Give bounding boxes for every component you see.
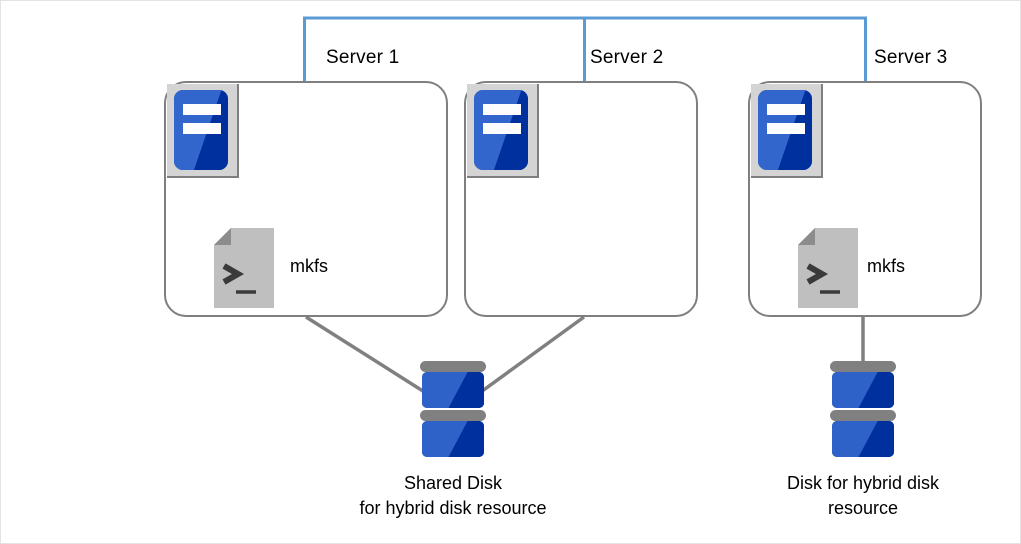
server-icon-body-1 (174, 90, 228, 170)
server-machine-icon-1 (167, 84, 239, 178)
server-icon-bar-top-1 (183, 104, 221, 115)
server-icon-bar-bottom-2 (483, 123, 521, 134)
server-label-3: Server 3 (874, 47, 948, 68)
shared-disk-icon[interactable] (420, 361, 486, 461)
server-icon-body-3 (758, 90, 812, 170)
script-file-icon-3 (798, 228, 858, 308)
script-page-shape-1 (214, 228, 274, 308)
connector-server-1-to-shared-disk (305, 315, 446, 407)
server-icon-bar-bottom-3 (767, 123, 805, 134)
server-icon-body-2 (474, 90, 528, 170)
shared-disk-caption: Shared Disk for hybrid disk resource (293, 471, 613, 521)
shared-disk-plate-top (420, 361, 486, 372)
local-disk-caption: Disk for hybrid disk resource (713, 471, 1013, 521)
script-prompt-chevron-1 (222, 263, 245, 285)
script-fold-corner-1 (214, 228, 231, 245)
server-machine-icon-2 (467, 84, 539, 178)
shared-disk-caption-line-1: Shared Disk (403, 473, 503, 493)
shared-disk-platter-bottom-sheen (422, 421, 484, 457)
server-label-1: Server 1 (326, 47, 400, 68)
script-file-icon-1 (214, 228, 274, 308)
server-icon-bar-top-3 (767, 104, 805, 115)
shared-disk-caption-line-2: for hybrid disk resource (359, 498, 547, 518)
script-fold-corner-3 (798, 228, 815, 245)
failover-group-bracket (303, 16, 867, 81)
local-disk-platter-bottom-sheen (832, 421, 894, 457)
local-disk-caption-line-1: Disk for hybrid disk (786, 473, 940, 493)
shared-disk-platter-top-sheen (422, 372, 484, 408)
script-label-3: mkfs (867, 256, 905, 276)
local-disk-platter-top-sheen (832, 372, 894, 408)
local-disk-platter-bottom (832, 421, 894, 457)
local-disk-icon[interactable] (830, 361, 896, 461)
script-prompt-chevron-3 (806, 263, 829, 285)
server-icon-bar-top-2 (483, 104, 521, 115)
shared-disk-plate-middle (420, 410, 486, 421)
server-label-2: Server 2 (590, 47, 664, 68)
script-label-1: mkfs (290, 256, 328, 276)
local-disk-plate-top (830, 361, 896, 372)
server-icon-bar-bottom-1 (183, 123, 221, 134)
server-box-1[interactable] (164, 81, 448, 317)
server-machine-icon-3 (751, 84, 823, 178)
shared-disk-platter-top (422, 372, 484, 408)
local-disk-caption-line-2: resource (827, 498, 899, 518)
shared-disk-platter-bottom (422, 421, 484, 457)
local-disk-plate-middle (830, 410, 896, 421)
local-disk-platter-top (832, 372, 894, 408)
script-page-shape-3 (798, 228, 858, 308)
